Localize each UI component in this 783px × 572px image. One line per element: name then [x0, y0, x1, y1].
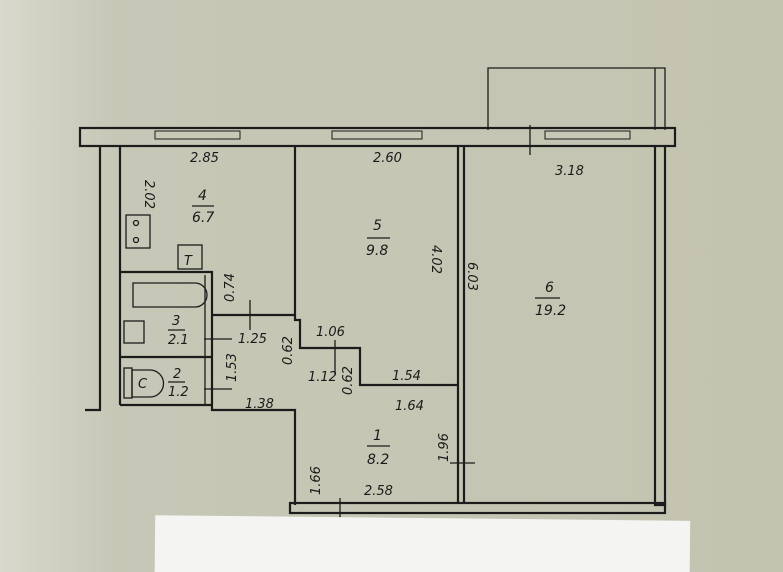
dim-notch-bottom: 1.12	[308, 370, 337, 385]
dim-room5-width: 2.60	[373, 151, 402, 166]
dim-room6-width: 3.18	[555, 164, 584, 179]
dim-hall-width: 2.58	[364, 484, 393, 499]
room-3-area: 2.1	[168, 333, 189, 348]
boiler-icon	[177, 244, 203, 270]
dim-kitchen-width: 2.85	[190, 151, 219, 166]
dimension-labels: 2.85 2.02 2.60 3.18 4.02 6.03 0.74 1.25 …	[141, 151, 584, 499]
dim-room5-lower: 1.54	[392, 369, 421, 384]
dim-notch-top: 1.06	[316, 325, 345, 340]
room-2-area: 1.2	[168, 385, 189, 400]
room-labels: 4 6.7 5 9.8 6 19.2 3 2.1 2 1.2 1 8.2	[168, 188, 566, 468]
room-4-number: 4	[198, 188, 207, 204]
room-3-number: 3	[172, 314, 180, 329]
room-5-area: 9.8	[366, 243, 388, 259]
fixtures: T C	[123, 214, 208, 399]
toilet-icon	[131, 369, 165, 398]
dim-hall-left: 1.38	[245, 397, 274, 412]
dim-bath-gap: 0.74	[223, 273, 238, 302]
room-4-area: 6.7	[192, 210, 214, 226]
room-1-area: 8.2	[367, 452, 389, 468]
outer-walls	[78, 125, 677, 520]
room-6-area: 19.2	[535, 303, 566, 319]
balcony	[487, 67, 666, 130]
interior-walls	[120, 146, 475, 505]
dim-corridor-len: 1.53	[225, 353, 240, 382]
stove-icon	[125, 214, 151, 249]
dim-kitchen-depth: 2.02	[141, 180, 156, 209]
dim-room5-depth: 4.02	[428, 245, 443, 274]
room-1-number: 1	[373, 428, 382, 444]
paper-card	[154, 515, 691, 572]
room-6-number: 6	[545, 280, 554, 296]
dim-corridor-width: 1.25	[238, 332, 267, 347]
boiler-label: T	[184, 254, 193, 269]
room-2-number: 2	[173, 367, 181, 382]
dim-hall-depth: 1.66	[309, 466, 324, 495]
bathtub-icon	[132, 282, 208, 308]
sink-icon	[123, 320, 145, 344]
dim-step-1: 0.62	[281, 336, 296, 365]
dim-room6-depth: 6.03	[464, 262, 479, 291]
toilet-label: C	[138, 377, 148, 392]
dim-hall-side: 1.96	[437, 433, 452, 462]
dim-hall-top: 1.64	[395, 399, 424, 414]
dim-step-2: 0.62	[341, 366, 356, 395]
room-5-number: 5	[373, 218, 382, 234]
